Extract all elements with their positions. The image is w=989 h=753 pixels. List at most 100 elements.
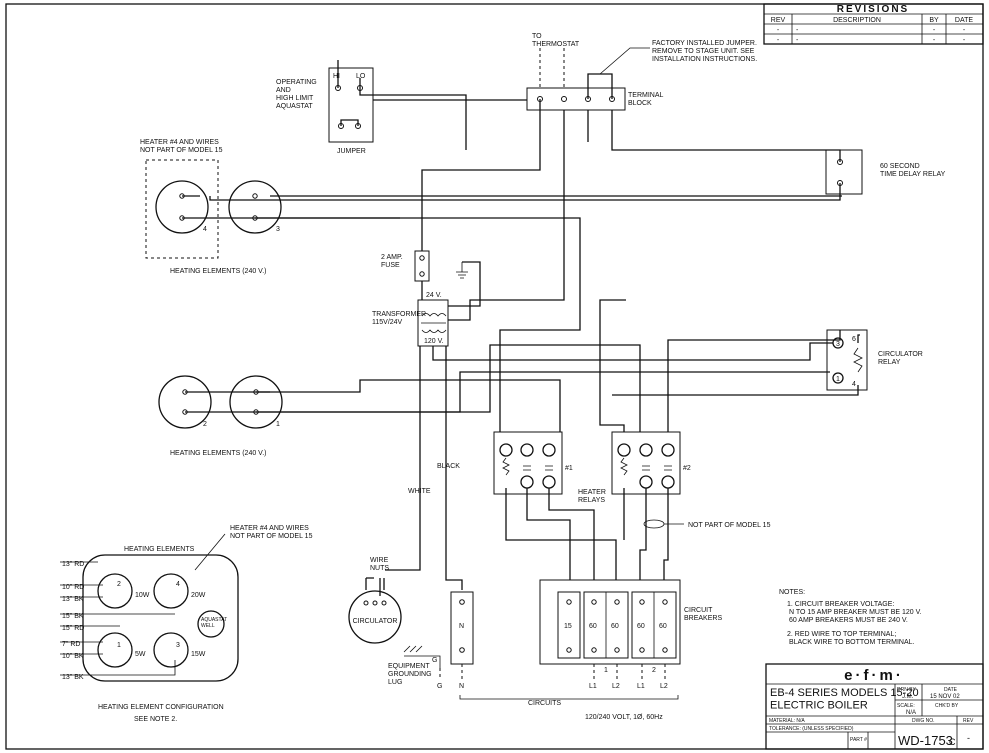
heating-element-3 <box>228 180 282 234</box>
l2-label: L2 <box>660 683 668 690</box>
element-number: 3 <box>276 226 280 233</box>
not-part-label: NOT PART OF MODEL 15 <box>688 522 771 529</box>
material-label: MATERIAL: N/A <box>769 718 805 724</box>
heating-elements-top-label: HEATING ELEMENTS (240 V.) <box>170 268 266 275</box>
heating-elements-mid-label: HEATING ELEMENTS (240 V.) <box>170 450 266 457</box>
scale-label: SCALE: <box>897 703 915 709</box>
l1-label: L1 <box>589 683 597 690</box>
date-value: 15 NOV 02 <box>930 694 960 700</box>
dwg-rev-suffix: C <box>949 737 956 747</box>
n-supply-label: N <box>459 683 464 690</box>
sheet-border <box>5 3 984 750</box>
wire-label: 10" BK <box>62 653 84 660</box>
config-element-watt: 5W <box>135 651 146 658</box>
config-element-watt: 10W <box>135 592 150 599</box>
rev-cell: - <box>777 27 780 34</box>
note-1: 1. CIRCUIT BREAKER VOLTAGE: N TO 15 AMP … <box>787 601 922 624</box>
relay-term: 3 <box>836 341 840 348</box>
circuit-2-label: 2 <box>652 667 656 674</box>
heating-elements-mid: 2 1 HEATING ELEMENTS (240 V.) <box>158 375 283 457</box>
wire-label: 15" BK <box>62 613 84 620</box>
config-see-note: SEE NOTE 2. <box>134 716 177 723</box>
description-cell: - <box>796 37 799 44</box>
heater-relay-2: #2 <box>611 431 691 495</box>
note-2: 2. RED WIRE TO TOP TERMINAL; BLACK WIRE … <box>787 631 915 646</box>
relay-term: 6 <box>852 336 856 343</box>
v120-label: 120 V. <box>424 338 444 345</box>
heating-element-1 <box>229 375 283 429</box>
circuit-1-label: 1 <box>604 667 608 674</box>
g-supply-label: G <box>437 683 442 690</box>
config-title: HEATING ELEMENTS <box>124 546 195 553</box>
config-element-2 <box>97 573 133 609</box>
config-element-num: 1 <box>117 642 121 649</box>
lo-label: LO <box>356 73 366 80</box>
black-wire-label: BLACK <box>437 463 460 470</box>
config-element-num: 3 <box>176 642 180 649</box>
chkd-by-label: CHK'D BY <box>935 703 959 709</box>
date-cell: - <box>963 27 966 34</box>
config-element-1 <box>97 632 133 668</box>
wiring <box>182 60 860 596</box>
revisions-table: REVISIONS REV DESCRIPTION BY DATE - - - … <box>763 3 984 45</box>
config-element-watt: 15W <box>191 651 206 658</box>
drn-by-label: DRN BY <box>897 687 917 693</box>
v24-label: 24 V. <box>426 292 442 299</box>
jumper-leader <box>599 47 650 75</box>
relay1-label: #1 <box>565 465 573 472</box>
fuse-label: 2 AMP.FUSE <box>381 254 403 269</box>
scale-value: N/A <box>906 710 916 716</box>
wire-label: 13" BK <box>62 596 84 603</box>
relay2-label: #2 <box>683 465 691 472</box>
factory-jumper-label: FACTORY INSTALLED JUMPER.REMOVE TO STAGE… <box>652 40 757 63</box>
breaker-15: 15 <box>564 623 572 630</box>
by-cell: - <box>933 37 936 44</box>
config-element-num: 4 <box>176 581 180 588</box>
fuse: 2 AMP.FUSE <box>381 250 430 282</box>
l2-label: L2 <box>612 683 620 690</box>
hi-label: HI <box>333 73 340 80</box>
tolerance-label: TOLERANCE: (UNLESS SPECIFIED) <box>769 726 854 732</box>
config-element-3 <box>153 632 189 668</box>
breaker-60: 60 <box>589 623 597 630</box>
efm-logo: e·f·m· <box>844 667 904 684</box>
supply-label: 120/240 VOLT, 1Ø, 60Hz <box>585 714 663 721</box>
drn-by-value: J.M. <box>902 694 914 700</box>
wire-label: 7" RD <box>62 641 80 648</box>
breaker-60: 60 <box>659 623 667 630</box>
heater-relay-1: #1 <box>493 431 573 495</box>
config-caption: HEATING ELEMENT CONFIGURATION <box>98 704 224 711</box>
by-cell: - <box>933 27 936 34</box>
relay-term: 4 <box>852 381 856 388</box>
ground-lug-symbol <box>403 645 423 653</box>
heater4-dashed-box <box>145 159 219 259</box>
rev-value: - <box>967 733 970 743</box>
revisions-title: REVISIONS <box>837 4 909 15</box>
rev-cell: - <box>777 37 780 44</box>
breaker-60: 60 <box>637 623 645 630</box>
date-cell: - <box>963 37 966 44</box>
wire-label: 13" BK <box>62 674 84 681</box>
ground-symbol <box>456 262 468 279</box>
circuits-bracket <box>459 695 679 700</box>
drawing-number: WD-1753 <box>898 733 953 748</box>
g-label: G <box>432 657 437 664</box>
aquastat-well <box>197 610 225 638</box>
heating-element-4 <box>155 180 209 234</box>
